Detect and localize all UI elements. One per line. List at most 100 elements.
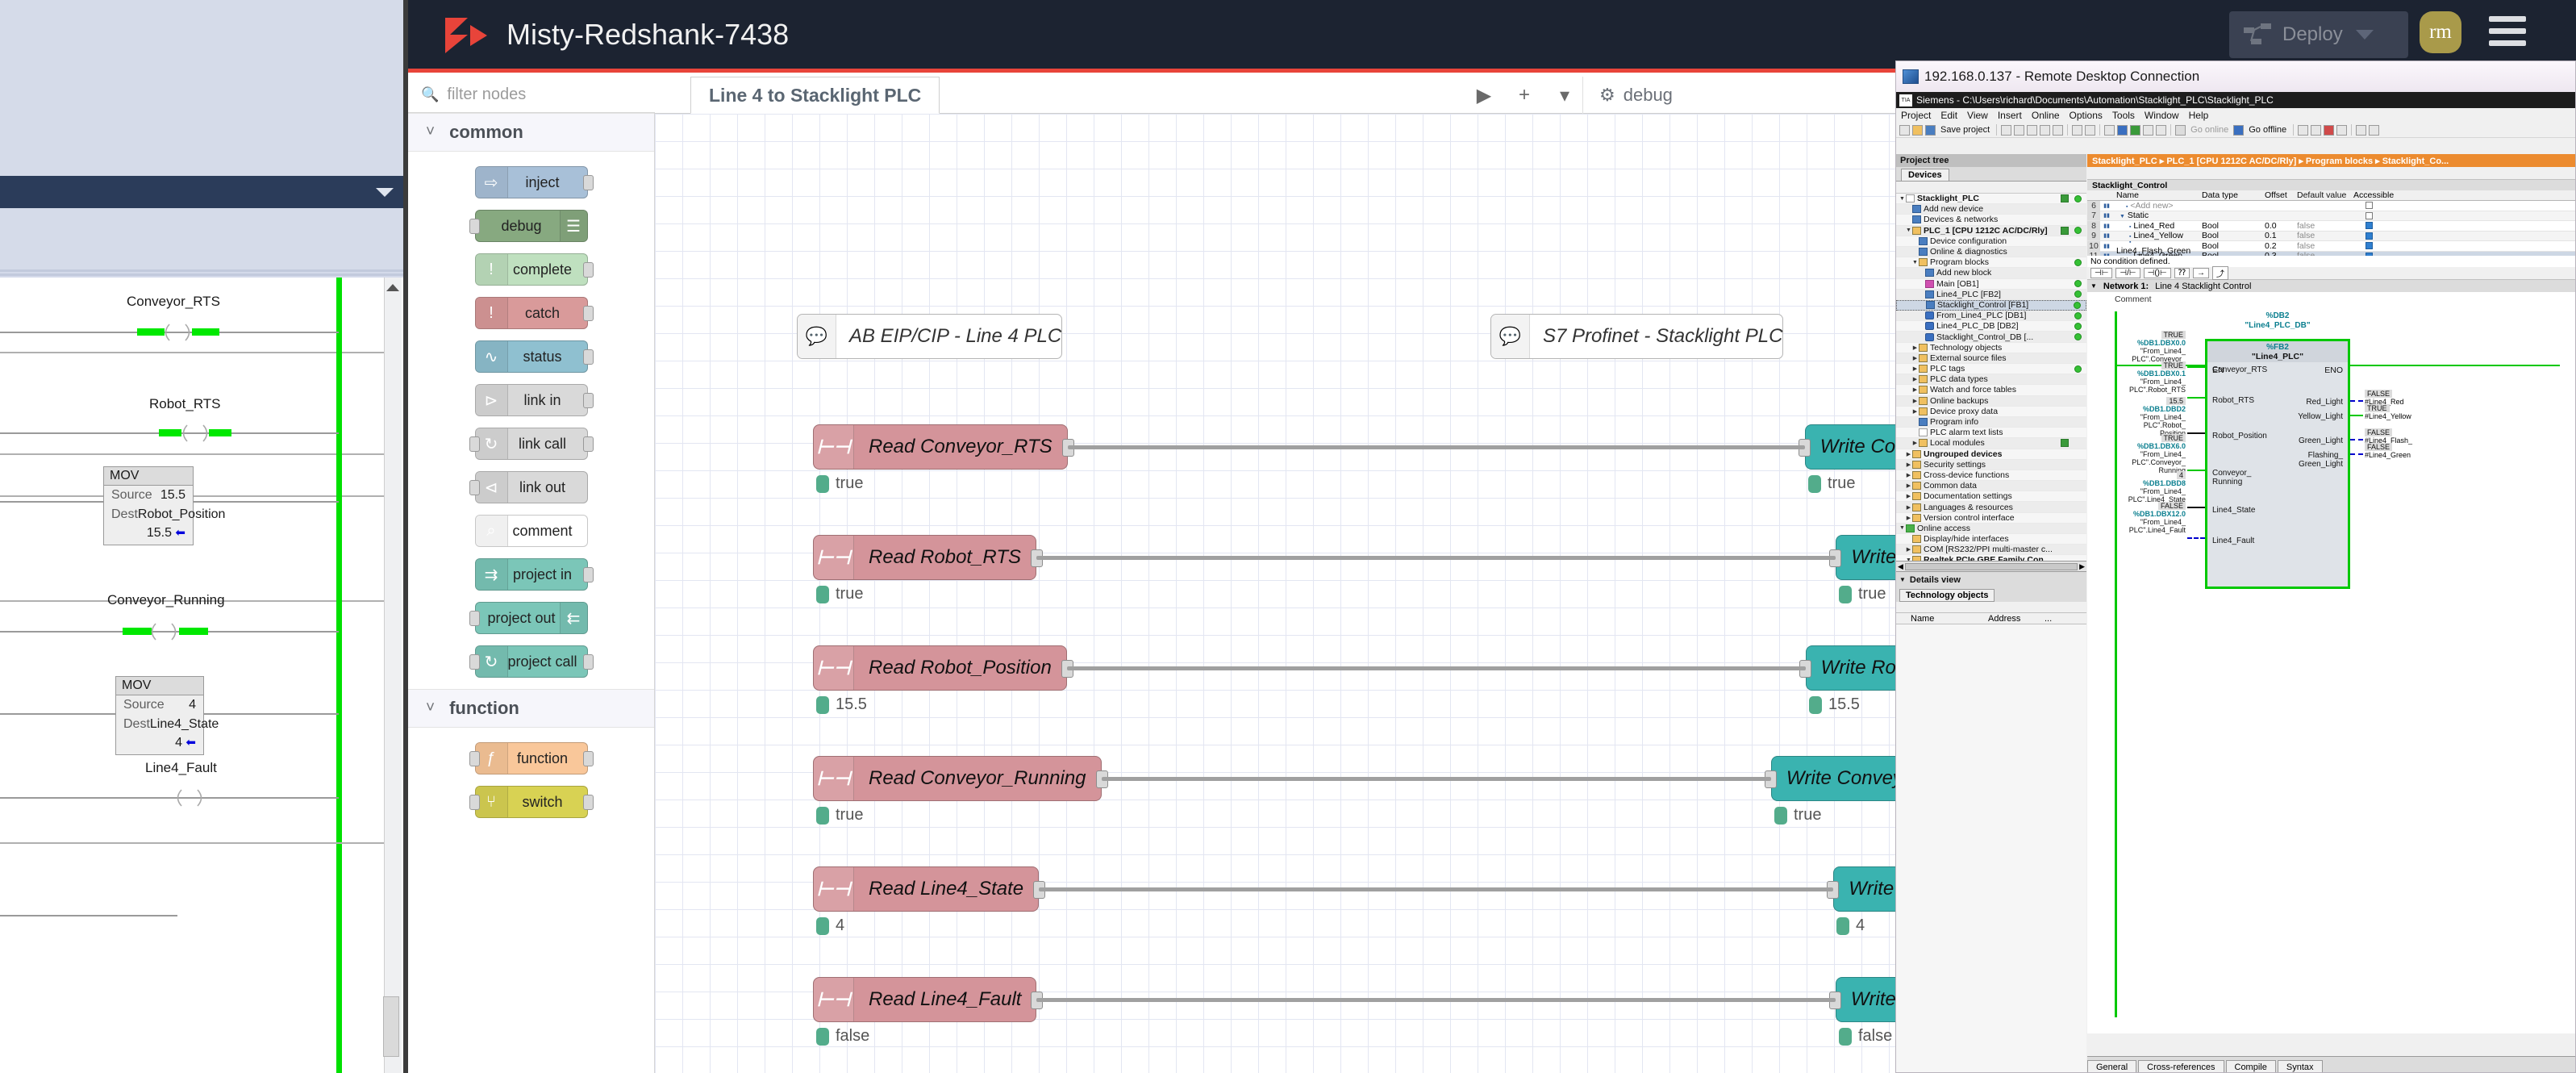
tree-item-ungrouped-devices[interactable]: ▶Ungrouped devices [1896,449,2086,460]
variable-default-value[interactable]: false [2294,231,2353,240]
chevron-down-icon[interactable]: ▼ [1905,228,1912,233]
details-view-tabs[interactable]: Technology objects [1896,587,2086,602]
diagnostics-icon[interactable] [2298,125,2308,136]
menu-options[interactable]: Options [2070,110,2103,121]
node-port-in[interactable] [469,611,480,626]
tree-item-technology-objects[interactable]: ▶Technology objects [1896,343,2086,353]
output-coil[interactable] [161,323,190,340]
save-icon[interactable] [1925,125,1936,136]
node-port-out[interactable] [583,436,594,452]
chevron-down-icon[interactable]: ▾ [1550,81,1579,109]
menu-insert[interactable]: Insert [1998,110,2022,121]
project-tree-tabs[interactable]: Devices [1896,167,2086,182]
rslogix-window[interactable]: Conveyor_RTS Robot_RTS MOV Source 15.5 [0,0,403,1073]
network-comment[interactable]: Comment [2087,292,2576,304]
variable-row[interactable]: 10▮▮▪ Line4_Flash_GreenBool0.2false [2087,241,2576,252]
project-tree[interactable]: ▼Stacklight_PLCAdd new deviceDevices & n… [1896,194,2086,561]
details-view-header[interactable]: ▼ Details view [1896,571,2086,587]
tree-item-add-new-device[interactable]: Add new device [1896,204,2086,215]
chevron-right-icon[interactable]: ▶ [1905,482,1912,489]
tree-item-line4-plc-fb2[interactable]: Line4_PLC [FB2] [1896,290,2086,300]
lad-instruction-toolbar[interactable]: ⊣⊢⊣/⊢⊣()⊢⁇→⤴ [2087,267,2576,280]
scrollbar-thumb[interactable] [383,996,399,1057]
variable-data-type[interactable]: Bool [2199,241,2261,251]
node-palette[interactable]: ˅common⇨inject☰debug!complete!catch∿stat… [408,113,655,1073]
node-read-conveyor_running[interactable]: ⊢⊣Read Conveyor_Running [813,756,1102,801]
palette-node-link-in[interactable]: ⊳link in [475,384,588,416]
chevron-right-icon[interactable]: ▶ [1911,355,1919,361]
palette-search-bar[interactable]: 🔍 filter nodes [408,77,655,113]
scrollbar-thumb[interactable] [1905,563,2078,570]
menu-window[interactable]: Window [2145,110,2179,121]
bottom-tab-cross-references[interactable]: Cross-references [2138,1060,2224,1073]
chevron-down-icon[interactable]: ▼ [1899,196,1906,202]
palette-node-switch[interactable]: ⑂switch [475,786,588,818]
paste-icon[interactable] [2040,125,2050,136]
comment-node[interactable]: 💬AB EIP/CIP - Line 4 PLC [797,314,1062,359]
delete-icon[interactable] [2053,125,2063,136]
fb-input-operand[interactable]: 4%DB1.DBD8"From_Line4_ PLC".Line4_State [2097,471,2186,503]
variable-row[interactable]: 7▮▮▼ Static [2087,211,2576,222]
chevron-right-icon[interactable]: ▶ [1911,408,1919,415]
go-offline-icon[interactable] [2233,125,2244,136]
palette-category-function[interactable]: ˅function [408,689,654,728]
variable-name[interactable]: ▪ <Add new> [2113,201,2199,211]
tree-item-external-source-files[interactable]: ▶External source files [1896,353,2086,364]
tia-toolbar[interactable]: Save project Go online [1896,123,2576,138]
mov-instruction-block[interactable]: MOV Source 4 Dest Line4_State 4 ⬅ [115,676,204,755]
variable-accessible-checkbox[interactable] [2353,202,2384,209]
lad-tool-5[interactable]: ⤴ [2212,266,2228,280]
split-horizontal-icon[interactable] [2356,125,2366,136]
chevron-down-icon[interactable]: ▼ [1899,525,1906,531]
rslogix-selected-bar[interactable] [0,176,403,208]
node-port-in[interactable] [469,654,480,670]
download-icon[interactable] [2117,125,2128,136]
chevron-right-icon[interactable]: ▶ [1911,376,1919,382]
ladder-scrollbar[interactable] [384,278,402,1073]
watch-table-icon[interactable] [2311,125,2321,136]
project-tree-toolbar[interactable] [1896,182,2086,194]
tab-line4-to-stacklight-plc[interactable]: Line 4 to Stacklight PLC [690,77,940,114]
tree-item-online-diagnostics[interactable]: Online & diagnostics [1896,247,2086,257]
variable-data-type[interactable]: Bool [2199,231,2261,240]
new-project-icon[interactable] [1899,125,1910,136]
variable-name[interactable]: ▼ Static [2113,211,2199,220]
variable-default-value[interactable]: false [2294,221,2353,231]
palette-node-project-call[interactable]: ↻project call [475,645,588,678]
fb-input-operand[interactable]: TRUE%DB1.DBX0.1"From_Line4_ PLC".Robot_R… [2097,361,2186,394]
print-icon[interactable] [2001,125,2011,136]
palette-node-complete[interactable]: !complete [475,253,588,286]
function-block-call[interactable]: %FB2 "Line4_PLC" EN ENO Conveyor_RTSRobo… [2205,339,2350,589]
menu-edit[interactable]: Edit [1940,110,1957,121]
tree-item-stacklight-plc[interactable]: ▼Stacklight_PLC [1896,194,2086,204]
tree-item-device-configuration[interactable]: Device configuration [1896,236,2086,247]
stop-icon[interactable] [2324,125,2334,136]
node-port-in[interactable] [469,219,480,234]
deploy-button[interactable]: Deploy [2229,11,2408,58]
node-port-in[interactable] [469,751,480,766]
play-icon[interactable]: ▶ [1469,81,1498,109]
tree-item-program-info[interactable]: Program info [1896,417,2086,428]
tab-devices[interactable]: Devices [1901,169,1949,181]
fb-output-operand[interactable]: TRUE#Line4_Yellow [2365,404,2411,420]
tia-portal-window[interactable]: TIA Siemens - C:\Users\richard\Documents… [1896,92,2576,1073]
node-port-out[interactable] [583,654,594,670]
block-interface-toolbar[interactable] [2087,167,2576,180]
block-interface[interactable]: Stacklight_Control Name Data type Offset… [2087,167,2576,256]
comment-node[interactable]: 💬S7 Profinet - Stacklight PLC [1490,314,1783,359]
variable-row[interactable]: 8▮▮▪ Line4_RedBool0.0false [2087,221,2576,232]
scroll-right-icon[interactable]: ▶ [2079,562,2086,571]
tree-item-stacklight-control-fb1[interactable]: Stacklight_Control [FB1] [1896,300,2086,311]
node-read-line4_state[interactable]: ⊢⊣Read Line4_State [813,866,1039,912]
lad-tool-2[interactable]: ⊣()⊢ [2144,268,2171,278]
tab-technology-objects[interactable]: Technology objects [1899,589,1995,602]
tia-bottom-tabs[interactable]: GeneralCross-referencesCompileSyntax [2087,1056,2576,1073]
tree-item-online-access[interactable]: ▼Online access [1896,524,2086,534]
node-read-robot_rts[interactable]: ⊢⊣Read Robot_RTS [813,535,1036,580]
tree-item-from-line4-plc-db1[interactable]: From_Line4_PLC [DB1] [1896,311,2086,321]
output-coil[interactable] [179,424,208,441]
chevron-right-icon[interactable]: ▶ [1905,493,1912,499]
node-port-out[interactable] [583,393,594,408]
network-header[interactable]: ▼ Network 1: Line 4 Stacklight Control [2087,280,2576,292]
tree-item-plc-data-types[interactable]: ▶PLC data types [1896,374,2086,385]
